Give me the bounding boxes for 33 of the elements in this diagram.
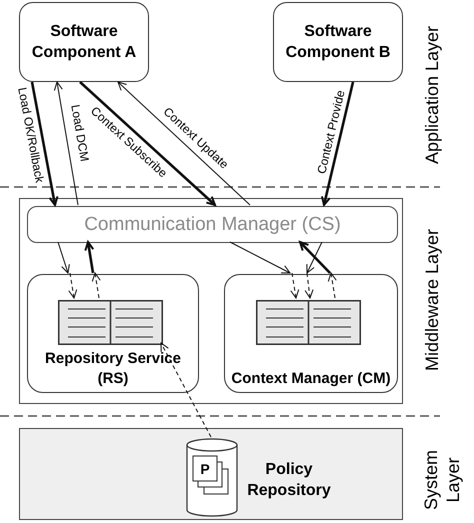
- node-label: Communication Manager (CS): [84, 214, 341, 236]
- document-letter: P: [199, 461, 211, 477]
- arrow: [320, 82, 354, 206]
- arrow: [306, 242, 322, 274]
- node-label: Repository Service (RS): [44, 349, 182, 389]
- node-label: Policy Repository: [246, 460, 332, 501]
- component-box: [19, 2, 149, 82]
- arrow: [30, 82, 58, 206]
- node-label: Context Manager (CM): [230, 369, 392, 389]
- layer-label: Application Layer: [421, 24, 443, 166]
- component-box: [273, 2, 403, 82]
- arrow: [68, 272, 78, 298]
- arrow: [290, 272, 300, 298]
- layer-panel: [19, 428, 403, 520]
- node-label: Software Component A: [30, 22, 138, 63]
- layer-label: System Layer: [420, 449, 464, 512]
- arrow: [54, 82, 78, 206]
- arrow: [118, 82, 250, 206]
- arrow: [79, 81, 216, 206]
- arrow: [299, 241, 331, 274]
- node-label: Software Component B: [284, 22, 392, 63]
- arrow: [304, 272, 314, 298]
- manager-bar: [27, 206, 398, 243]
- arrow: [328, 272, 337, 298]
- arrow: [84, 241, 94, 274]
- arrow: [58, 242, 70, 274]
- arrow: [160, 342, 212, 438]
- layer-label: Middleware Layer: [421, 228, 443, 374]
- service-box: [224, 274, 398, 393]
- arrow: [230, 242, 290, 274]
- layer-panel: [19, 198, 403, 404]
- service-box: [27, 274, 199, 393]
- arrow: [92, 272, 101, 298]
